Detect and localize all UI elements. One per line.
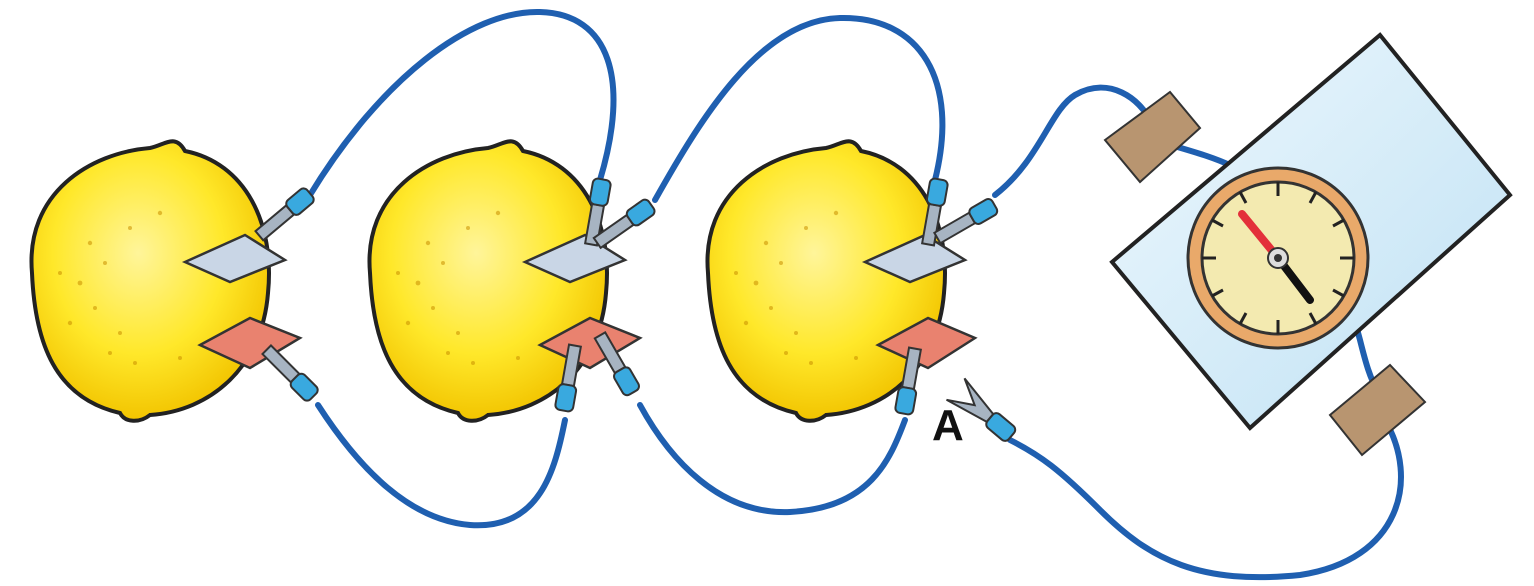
compass-assembly (1105, 35, 1510, 455)
compass-icon (1188, 168, 1368, 348)
wire-6 (640, 405, 905, 512)
wire-5 (318, 405, 565, 525)
wire-4 (1010, 420, 1401, 577)
tape-strip-icon (1105, 92, 1200, 182)
tape-strip-icon (1330, 365, 1425, 455)
alligator-clip-icon (260, 343, 319, 402)
alligator-clip-icon (254, 186, 316, 242)
point-a-label: A (932, 401, 964, 450)
